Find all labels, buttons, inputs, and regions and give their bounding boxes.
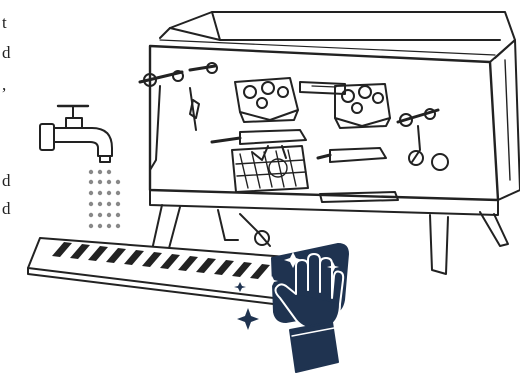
espresso-machine-illustration bbox=[140, 12, 520, 274]
water-drops-icon bbox=[89, 170, 120, 228]
vent-grille bbox=[232, 146, 308, 192]
cropped-text-fragment: t bbox=[2, 14, 7, 31]
cropped-text-fragment: d bbox=[2, 172, 11, 189]
cropped-text-fragment: d bbox=[2, 44, 11, 61]
cropped-text-fragment: , bbox=[2, 76, 6, 93]
drip-tray-illustration bbox=[28, 238, 300, 306]
cropped-text-fragment: d bbox=[2, 200, 11, 217]
faucet-icon bbox=[40, 106, 112, 162]
glove-hand-icon bbox=[266, 244, 348, 372]
